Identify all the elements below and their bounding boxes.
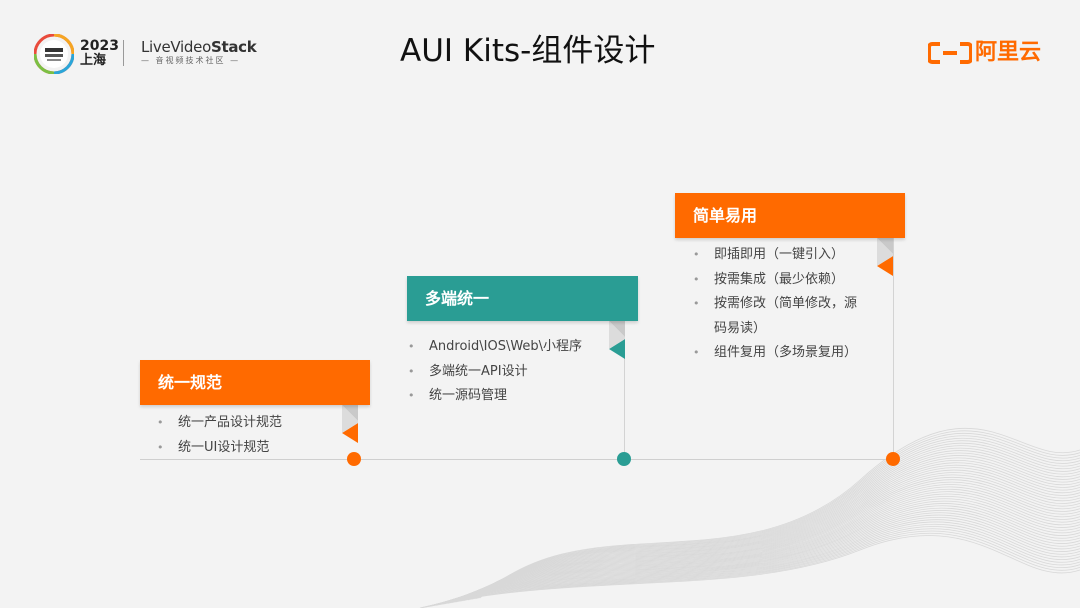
wave-line	[435, 507, 1080, 606]
list-item: 多端统一API设计	[408, 360, 582, 385]
wave-line	[450, 481, 1080, 604]
wave-line	[447, 486, 1080, 604]
step-2-connector	[624, 320, 625, 460]
wave-line	[433, 512, 1080, 607]
step-2-banner: 多端统一	[407, 276, 638, 321]
wave-line	[466, 452, 1080, 601]
wave-line	[449, 484, 1080, 604]
wave-line	[442, 495, 1080, 605]
wave-line	[423, 528, 1080, 608]
list-item: 按需修改（简单修改，源	[693, 292, 857, 317]
event-logo-icon	[34, 34, 74, 74]
wave-line	[471, 442, 1080, 600]
list-item: 统一源码管理	[408, 384, 582, 409]
wave-line	[477, 432, 1080, 599]
wave-line	[434, 510, 1080, 606]
step-2-milestone-dot	[617, 452, 631, 466]
community-subtitle: — 音视频技术社区 —	[141, 56, 241, 65]
wave-line	[465, 455, 1080, 601]
wave-line	[430, 517, 1080, 607]
wave-line	[445, 491, 1080, 605]
list-item: 统一产品设计规范	[157, 411, 282, 436]
wave-line	[455, 472, 1080, 603]
step-1-banner: 统一规范	[140, 360, 370, 405]
step-3-banner: 简单易用	[675, 193, 905, 238]
wave-line	[437, 505, 1080, 606]
wave-line	[446, 488, 1080, 604]
wave-line	[419, 535, 1080, 608]
wave-lines-decoration	[419, 427, 1080, 608]
wave-line	[454, 474, 1080, 603]
step-2-title: 多端统一	[425, 289, 490, 308]
header-divider	[123, 40, 124, 66]
wave-line	[453, 476, 1080, 603]
step-1-title: 统一规范	[158, 373, 223, 392]
wave-line	[474, 437, 1080, 600]
wave-line	[467, 450, 1080, 601]
wave-line	[457, 469, 1080, 603]
page-title: AUI Kits-组件设计	[400, 33, 656, 69]
community-name-prefix: LiveVideo	[141, 38, 211, 56]
list-item-continuation: 码易读）	[714, 320, 767, 336]
wave-line	[429, 519, 1080, 607]
step-3-connector	[893, 237, 894, 460]
list-item: 统一UI设计规范	[157, 436, 282, 461]
step-1-points: 统一产品设计规范 统一UI设计规范	[157, 411, 282, 460]
wave-line	[443, 493, 1080, 605]
wave-line	[479, 427, 1080, 599]
wave-line	[475, 435, 1080, 599]
list-item: 组件复用（多场景复用）	[693, 341, 857, 366]
step-3-title: 简单易用	[693, 206, 758, 225]
wave-line	[451, 479, 1080, 604]
wave-line	[459, 464, 1080, 602]
aliyun-logo-icon	[928, 42, 972, 64]
community-name-suffix: Stack	[210, 38, 257, 56]
list-item: Android\IOS\Web\小程序	[408, 335, 582, 360]
wave-line	[463, 457, 1080, 601]
step-2-fold-corner	[609, 321, 625, 359]
wave-line	[439, 500, 1080, 606]
list-item: 按需集成（最少依赖）	[693, 268, 857, 293]
event-year: 2023	[80, 38, 119, 54]
step-2-points: Android\IOS\Web\小程序 多端统一API设计 统一源码管理	[408, 335, 582, 409]
brand-name: 阿里云	[975, 40, 1042, 65]
step-1-milestone-dot	[347, 452, 361, 466]
step-3-milestone-dot	[886, 452, 900, 466]
wave-line	[427, 521, 1080, 608]
wave-line	[470, 445, 1080, 600]
wave-line	[458, 467, 1080, 602]
step-3-points: 即插即用（一键引入） 按需集成（最少依赖） 按需修改（简单修改，源 码易读） 组…	[693, 243, 857, 366]
step-1-fold-corner	[342, 405, 358, 443]
step-3-fold-corner	[877, 238, 893, 276]
wave-line	[461, 462, 1080, 602]
wave-line	[473, 440, 1080, 600]
community-name: LiveVideoStack	[141, 38, 257, 56]
wave-line	[421, 532, 1080, 608]
event-city: 上海	[80, 53, 107, 68]
wave-line	[469, 447, 1080, 601]
wave-line	[426, 523, 1080, 608]
timeline-axis	[140, 459, 900, 460]
wave-line	[438, 503, 1080, 606]
wave-line	[478, 430, 1080, 599]
wave-line	[462, 459, 1080, 602]
list-item: 即插即用（一键引入）	[693, 243, 857, 268]
wave-line	[425, 526, 1080, 608]
wave-line	[441, 498, 1080, 605]
wave-line	[422, 530, 1080, 608]
wave-line	[431, 514, 1080, 607]
